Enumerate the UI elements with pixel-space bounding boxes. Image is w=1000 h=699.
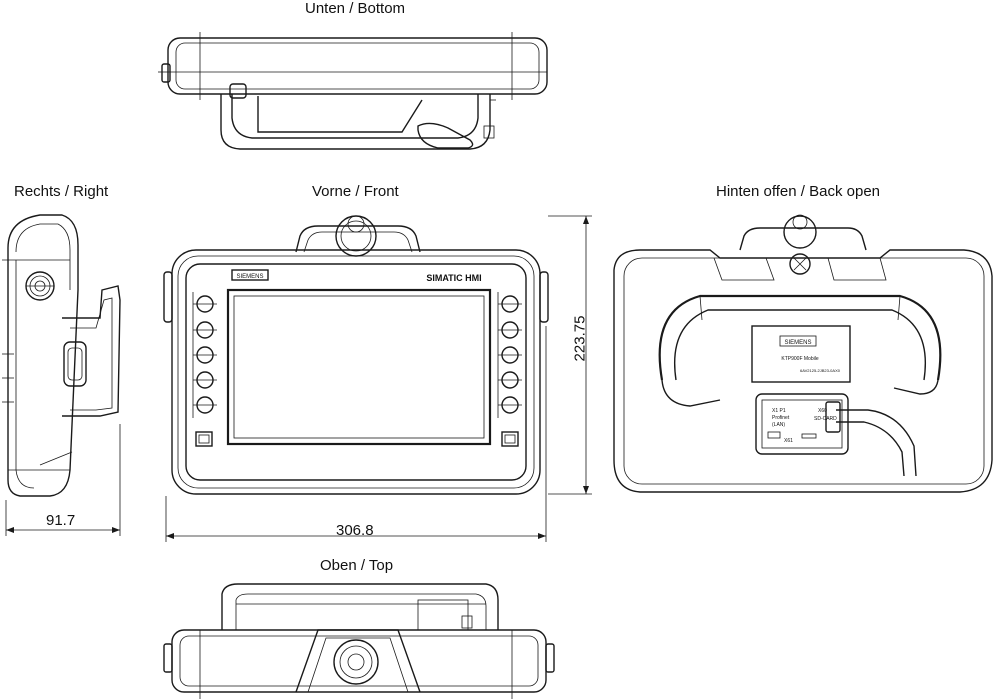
right-view-drawing — [2, 214, 121, 536]
back-view-drawing: SIEMENS KTP900F Mobile 6AV2125-2JB23-0AX… — [613, 214, 993, 493]
bottom-view-drawing — [158, 32, 548, 150]
view-title-top: Oben / Top — [320, 557, 394, 574]
back-model-label: KTP900F Mobile — [781, 356, 818, 362]
dimension-depth: 91.7 — [46, 512, 76, 529]
back-order-label: 6AV2125-2JB23-0AX0 — [800, 368, 841, 373]
view-title-bottom: Unten / Bottom — [305, 0, 406, 17]
port-x61-label: X61 — [784, 438, 793, 444]
front-right-keys — [497, 292, 522, 447]
view-title-front: Vorne / Front — [312, 183, 399, 200]
product-label: SIMATIC HMI — [426, 273, 481, 283]
view-title-back: Hinten offen / Back open — [716, 183, 881, 200]
port-x1-label: X1 P1 — [772, 408, 786, 414]
port-x60-label: X60 — [818, 408, 827, 414]
port-profinet-label: Profinet — [772, 415, 790, 421]
top-view-drawing — [163, 583, 555, 699]
view-title-right: Rechts / Right — [14, 183, 109, 200]
front-left-keys — [192, 292, 217, 447]
brand-label: SIEMENS — [236, 274, 263, 280]
back-brand-label: SIEMENS — [784, 340, 811, 346]
port-lan-label: (LAN) — [772, 422, 785, 428]
front-view-drawing: SIEMENS SIMATIC HMI — [163, 215, 592, 542]
dimension-width: 306.8 — [336, 522, 374, 539]
